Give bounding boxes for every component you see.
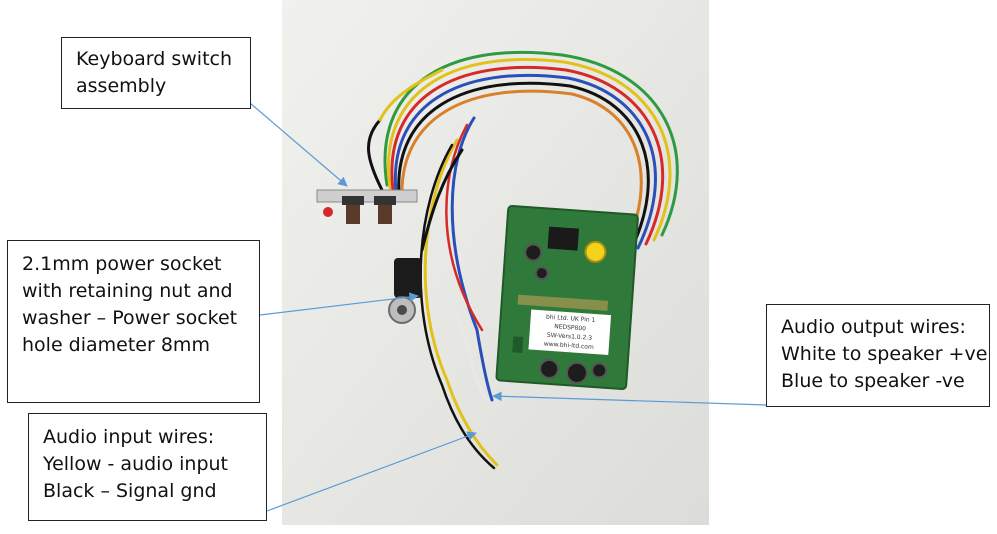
callout-output-line2: White to speaker +ve — [781, 343, 988, 365]
keyboard-switch-assembly — [316, 189, 418, 224]
callout-keyboard-line2: assembly — [76, 75, 167, 97]
pcb-label — [528, 309, 612, 356]
callout-input-line1: Audio input wires: — [43, 426, 215, 448]
callout-output-line3: Blue to speaker -ve — [781, 370, 965, 392]
callout-keyboard-line1: Keyboard switch — [76, 48, 233, 70]
callout-audio-output: Audio output wires: White to speaker +ve… — [766, 304, 990, 407]
callout-power-line2: with retaining nut and — [22, 280, 233, 302]
callout-keyboard-switch: Keyboard switch assembly — [61, 37, 251, 109]
callout-audio-input: Audio input wires: Yellow - audio input … — [28, 413, 267, 521]
callout-power-socket: 2.1mm power socket with retaining nut an… — [7, 240, 260, 403]
pcb-label-line1: bhi Ltd. UK Pin 1 — [546, 314, 596, 324]
callout-power-line3: washer – Power socket — [22, 307, 238, 329]
callout-input-line3: Black – Signal gnd — [43, 480, 217, 502]
pcb-label-line2: NEDSP800 — [554, 323, 586, 332]
pcb-label-line3: SW-Vers1.0.2.3 — [547, 332, 593, 342]
callout-output-line1: Audio output wires: — [781, 316, 966, 338]
callout-power-line1: 2.1mm power socket — [22, 253, 222, 275]
callout-power-line4: hole diameter 8mm — [22, 334, 210, 356]
pcb-board: bhi Ltd. UK Pin 1 NEDSP800 SW-Vers1.0.2.… — [495, 204, 639, 391]
product-photo: bhi Ltd. UK Pin 1 NEDSP800 SW-Vers1.0.2.… — [282, 0, 709, 525]
pcb-label-line4: www.bhi-ltd.com — [544, 340, 595, 350]
callout-input-line2: Yellow - audio input — [43, 453, 228, 475]
